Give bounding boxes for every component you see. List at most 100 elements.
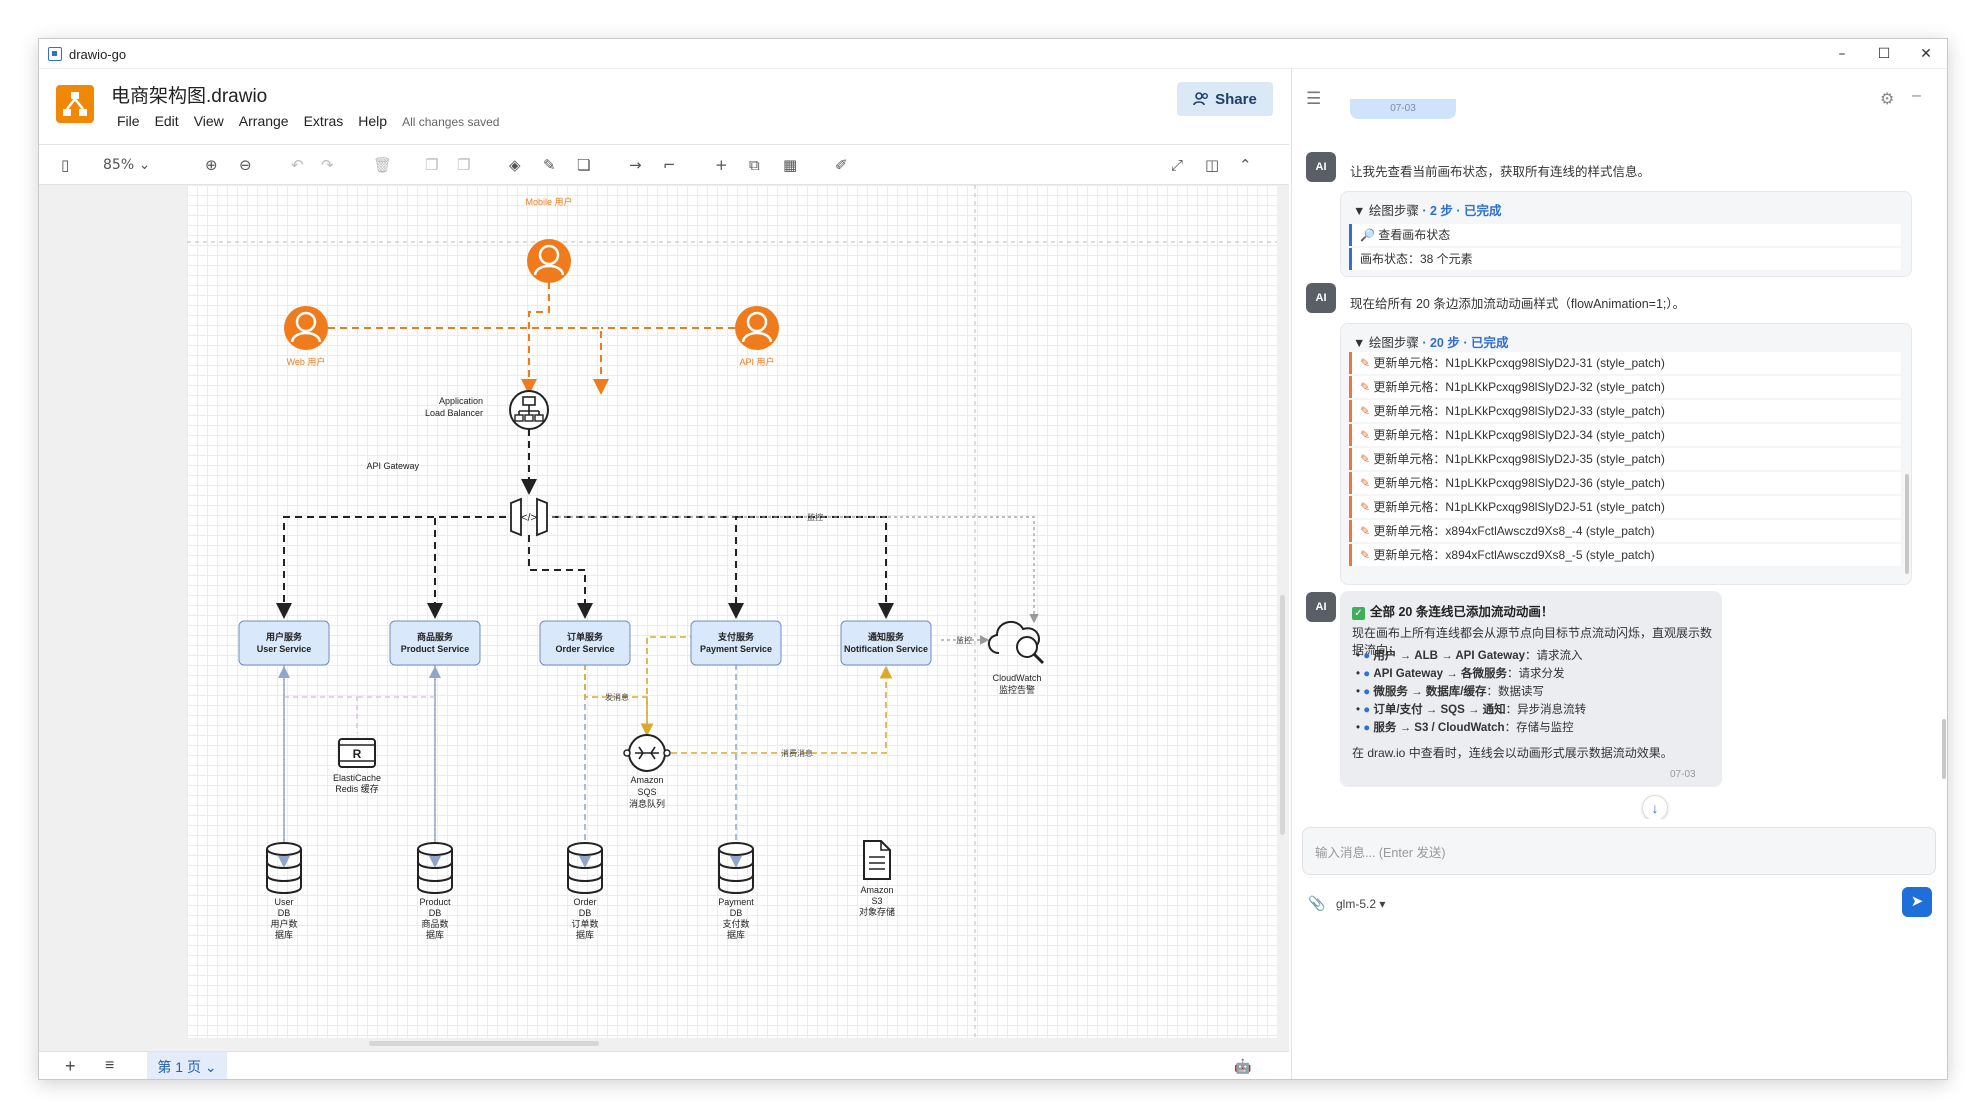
menu-view[interactable]: View: [193, 113, 224, 129]
delete-icon[interactable]: 🗑: [373, 156, 393, 174]
service-user[interactable]: 用户服务 User Service: [238, 620, 330, 666]
waypoints-icon[interactable]: ⌐: [663, 156, 676, 174]
elasticache-icon[interactable]: R: [338, 738, 376, 768]
maximize-icon[interactable]: ☐: [1877, 46, 1891, 62]
zoom-out-icon[interactable]: ⊖: [239, 156, 252, 174]
item-3-bold: 微服务 → 数据库/缓存: [1373, 686, 1487, 698]
step-2-6: 更新单元格：N1pLKkPcxqg98lSlyD2J-36 (style_pat…: [1373, 476, 1665, 490]
gateway-edges[interactable]: [276, 429, 894, 619]
fullscreen-icon[interactable]: ⤢: [1171, 156, 1184, 174]
sqs-label-line3: 消息队列: [629, 798, 665, 809]
chat-scrollbar[interactable]: [1942, 719, 1946, 779]
service-payment[interactable]: 支付服务 Payment Service: [690, 620, 782, 666]
cache-edges[interactable]: [284, 696, 435, 733]
steps-panel-1-header[interactable]: ▼ 绘图步骤 · 2 步 · 已完成: [1353, 200, 1502, 219]
s3-document-icon[interactable]: [863, 840, 891, 880]
mobile-user-icon[interactable]: [527, 239, 571, 283]
menu-extras[interactable]: Extras: [303, 113, 344, 129]
steps-2-scrollbar[interactable]: [1905, 474, 1909, 574]
to-front-icon[interactable]: ❐: [425, 156, 439, 174]
scroll-down-button[interactable]: ↓: [1642, 795, 1668, 819]
document-title[interactable]: 电商架构图.drawio: [111, 86, 268, 107]
cloudwatch-icon[interactable]: [988, 620, 1045, 665]
freehand-icon[interactable]: ✐: [835, 156, 848, 174]
blue-dot-icon: ●: [1363, 650, 1371, 662]
menu-edit[interactable]: Edit: [154, 113, 179, 129]
collapse-chat-icon[interactable]: –: [1912, 87, 1921, 104]
message-edges[interactable]: [584, 636, 893, 754]
share-button[interactable]: Share: [1177, 82, 1273, 116]
add-page-icon[interactable]: +: [65, 1056, 76, 1076]
api-gateway-icon[interactable]: </>: [510, 497, 548, 537]
database-icon-order[interactable]: [567, 842, 603, 894]
service-notification[interactable]: 通知服务 Notification Service: [840, 620, 932, 666]
menu-arrange[interactable]: Arrange: [238, 113, 289, 129]
format-panel-icon[interactable]: ▯: [61, 156, 70, 174]
page-tab-1[interactable]: 第 1 页 ⌄: [147, 1052, 227, 1079]
shapes-icon[interactable]: ⧉: [749, 156, 760, 174]
steps-panel-1[interactable]: ▼ 绘图步骤 · 2 步 · 已完成 🔎 查看画布状态 画布状态：38 个元素: [1340, 191, 1912, 277]
close-icon[interactable]: ✕: [1920, 46, 1932, 62]
table-icon[interactable]: ▦: [783, 156, 798, 174]
load-balancer-icon[interactable]: [509, 390, 549, 430]
canvas-area[interactable]: Mobile 用户 Web 用户 API 用户: [39, 185, 1289, 1051]
db-payment-label-2: DB: [730, 908, 743, 918]
menu-file[interactable]: File: [117, 113, 140, 129]
step-2-1: 更新单元格：N1pLKkPcxqg98lSlyD2J-31 (style_pat…: [1373, 356, 1665, 370]
message-input[interactable]: 输入消息... (Enter 发送): [1302, 827, 1936, 875]
database-icon-product[interactable]: [417, 842, 453, 894]
insert-icon[interactable]: +: [715, 156, 728, 174]
message-input-placeholder: 输入消息... (Enter 发送): [1315, 846, 1446, 860]
database-icon-payment[interactable]: [718, 842, 754, 894]
to-back-icon[interactable]: ❐: [457, 156, 471, 174]
robot-icon[interactable]: 🤖: [1234, 1058, 1252, 1074]
steps-panel-2[interactable]: ▼ 绘图步骤 · 20 步 · 已完成 ✎ 更新单元格：N1pLKkPcxqg9…: [1340, 323, 1912, 585]
chat-menu-icon[interactable]: ☰: [1306, 89, 1322, 108]
sqs-icon[interactable]: [623, 734, 671, 772]
db-payment-label-4: 据库: [727, 929, 745, 940]
web-user-icon[interactable]: [284, 306, 328, 350]
db-order-label-1: Order: [573, 897, 596, 907]
settings-gear-icon[interactable]: ⚙: [1880, 91, 1895, 108]
steps-2-list[interactable]: ✎ 更新单元格：N1pLKkPcxqg98lSlyD2J-31 (style_p…: [1349, 352, 1901, 582]
minimize-icon[interactable]: –: [1838, 46, 1846, 62]
pencil-icon: ✎: [1360, 548, 1374, 562]
zoom-value: 85%: [103, 157, 135, 173]
steps-2-count: · 20 步 · 已完成: [1418, 336, 1509, 350]
service-order[interactable]: 订单服务 Order Service: [539, 620, 631, 666]
shadow-icon[interactable]: ❏: [577, 156, 591, 174]
redo-icon[interactable]: ↷: [321, 156, 334, 174]
service-product[interactable]: 商品服务 Product Service: [389, 620, 481, 666]
steps-panel-2-header[interactable]: ▼ 绘图步骤 · 20 步 · 已完成: [1353, 332, 1508, 351]
menu-help[interactable]: Help: [358, 113, 388, 129]
chat-messages[interactable]: AI 让我先查看当前画布状态，获取所有连线的样式信息。 ▼ 绘图步骤 · 2 步…: [1292, 127, 1947, 819]
api-user-label: API 用户: [739, 356, 774, 367]
chat-header: ☰ ⚙ – 07-03: [1292, 69, 1947, 127]
pages-menu-icon[interactable]: ≡: [105, 1057, 115, 1074]
svg-text:R: R: [353, 747, 362, 761]
final-date: 07-03: [1670, 769, 1696, 780]
horizontal-scrollbar[interactable]: [369, 1041, 599, 1046]
connection-icon[interactable]: →: [629, 156, 642, 174]
attachment-icon[interactable]: 📎: [1308, 895, 1326, 911]
architecture-diagram[interactable]: Mobile 用户 Web 用户 API 用户: [187, 185, 1277, 1038]
line-color-icon[interactable]: ✎: [543, 156, 556, 174]
zoom-select[interactable]: 85% ⌄: [103, 157, 151, 173]
step-row: ✎ 更新单元格：N1pLKkPcxqg98lSlyD2J-32 (style_p…: [1349, 376, 1901, 398]
model-select[interactable]: glm-5.2 ▾: [1336, 897, 1386, 911]
vertical-scrollbar[interactable]: [1280, 595, 1285, 835]
blue-dot-icon: ●: [1363, 704, 1371, 716]
panel-toggle-icon[interactable]: ◫: [1205, 156, 1220, 174]
step-row: ✎ 更新单元格：N1pLKkPcxqg98lSlyD2J-33 (style_p…: [1349, 400, 1901, 422]
user-edges[interactable]: [328, 282, 735, 395]
api-user-icon[interactable]: [735, 306, 779, 350]
toolbar: ▯ 85% ⌄ ⊕ ⊖ ↶ ↷ 🗑 ❐ ❐ ◈ ✎ ❏ → ⌐ + ⧉ ▦ ✐ …: [39, 145, 1289, 185]
database-icon-user[interactable]: [266, 842, 302, 894]
zoom-in-icon[interactable]: ⊕: [205, 156, 218, 174]
send-button[interactable]: ➤: [1902, 887, 1932, 917]
collapse-icon[interactable]: ⌃: [1239, 156, 1252, 174]
undo-icon[interactable]: ↶: [291, 156, 304, 174]
monitor-edge[interactable]: [552, 516, 1039, 624]
fill-color-icon[interactable]: ◈: [509, 156, 521, 174]
diagram-page[interactable]: Mobile 用户 Web 用户 API 用户: [187, 185, 1277, 1038]
